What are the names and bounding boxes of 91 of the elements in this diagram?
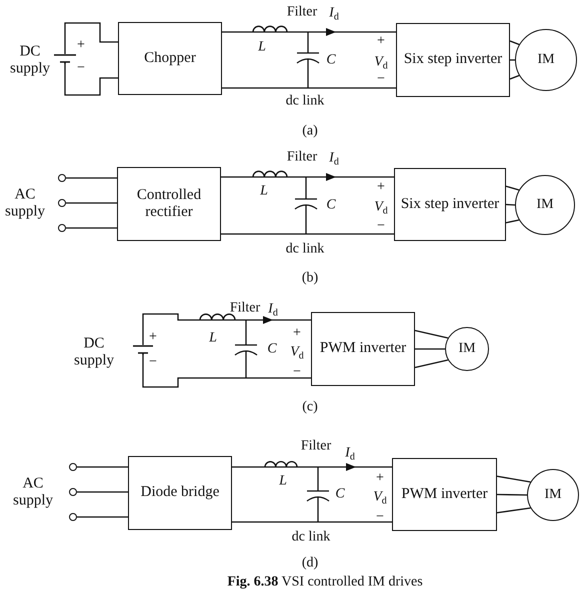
figure-caption: Fig. 6.38 VSI controlled IM drives	[227, 574, 423, 590]
converter-block: PWM inverter	[392, 458, 497, 531]
wire	[506, 219, 520, 224]
wire-arrow	[142, 313, 311, 345]
wire	[510, 59, 515, 61]
wire	[510, 40, 520, 46]
polarity-sign: −	[293, 364, 301, 380]
converter-block: Diode bridge	[128, 456, 232, 530]
supply-terminal	[69, 513, 77, 521]
wire	[64, 22, 118, 54]
capacitor-label: C	[267, 341, 277, 357]
current-label: I$_{d}$	[268, 301, 278, 317]
panel-label: (c)	[302, 399, 318, 415]
polarity-sign: +	[77, 37, 85, 53]
wire	[66, 202, 117, 204]
panel-label: (a)	[302, 123, 318, 139]
link-label: dc link	[292, 529, 330, 545]
converter-block: PWM inverter	[311, 312, 415, 386]
wire	[506, 186, 520, 191]
wire	[77, 516, 128, 518]
wire	[77, 491, 128, 493]
filter-label: Filter	[286, 4, 318, 20]
wire	[496, 494, 528, 496]
voltage-label: V$_{d}$	[290, 344, 304, 360]
polarity-sign: −	[377, 218, 385, 234]
battery-symbol	[133, 345, 153, 355]
wire	[414, 359, 448, 368]
converter-block: Controlled rectifier	[117, 167, 221, 241]
wire	[142, 355, 311, 388]
inductor-label: L	[209, 330, 217, 346]
wire	[66, 227, 117, 229]
wire	[414, 330, 448, 339]
wire-arrow	[221, 173, 394, 181]
motor-circle: IM	[515, 175, 575, 235]
converter-block: Six step inverter	[396, 23, 510, 97]
polarity-sign: −	[377, 71, 385, 87]
capacitor-label: C	[326, 197, 336, 213]
inductor-label: L	[260, 183, 268, 199]
capacitor-label: C	[335, 486, 345, 502]
battery-symbol	[54, 54, 76, 64]
wire	[221, 233, 394, 235]
polarity-sign: −	[149, 354, 157, 370]
wire	[506, 204, 516, 206]
filter-label: Filter	[300, 438, 332, 454]
polarity-sign: −	[376, 509, 384, 525]
wire	[415, 348, 445, 350]
voltage-label: V$_{d}$	[373, 489, 387, 505]
polarity-sign: +	[377, 33, 385, 49]
converter-block: Six step inverter	[394, 168, 506, 241]
link-label: dc link	[286, 241, 324, 257]
motor-circle: IM	[445, 327, 489, 371]
polarity-sign: −	[77, 60, 85, 76]
wire	[77, 466, 128, 468]
inductor-label: L	[279, 473, 287, 489]
current-label: I$_{d}$	[329, 5, 339, 21]
supply-label: AC supply	[4, 186, 46, 220]
motor-circle: IM	[515, 29, 577, 91]
supply-label: DC supply	[72, 336, 115, 368]
wire	[510, 74, 520, 80]
polarity-sign: +	[377, 179, 385, 195]
wire	[64, 64, 118, 96]
polarity-sign: +	[149, 329, 157, 345]
filter-label: Filter	[286, 149, 318, 165]
inductor-label: L	[258, 39, 266, 55]
polarity-sign: +	[376, 470, 384, 486]
wire-arrow	[222, 28, 396, 36]
capacitor-label: C	[326, 52, 336, 68]
supply-terminal	[69, 463, 77, 471]
wire	[222, 87, 396, 89]
panel-label: (b)	[302, 270, 318, 286]
voltage-label: V$_{d}$	[374, 199, 388, 215]
current-label: I$_{d}$	[329, 150, 339, 166]
current-label: I$_{d}$	[345, 445, 355, 461]
wire-arrow	[232, 463, 392, 471]
panel-label: (d)	[302, 555, 318, 571]
supply-label: AC supply	[12, 476, 54, 508]
supply-terminal	[58, 174, 66, 182]
supply-terminal	[69, 488, 77, 496]
filter-label: Filter	[230, 300, 260, 316]
wire	[496, 476, 531, 483]
converter-block: Chopper	[118, 22, 222, 95]
motor-circle: IM	[527, 469, 579, 521]
supply-terminal	[58, 199, 66, 207]
wire	[66, 177, 117, 179]
polarity-sign: +	[293, 325, 301, 341]
supply-label: DC supply	[8, 44, 51, 76]
link-label: dc link	[286, 93, 324, 109]
wire	[232, 521, 392, 523]
supply-terminal	[58, 224, 66, 232]
wire	[496, 507, 531, 514]
voltage-label: V$_{d}$	[374, 54, 388, 70]
